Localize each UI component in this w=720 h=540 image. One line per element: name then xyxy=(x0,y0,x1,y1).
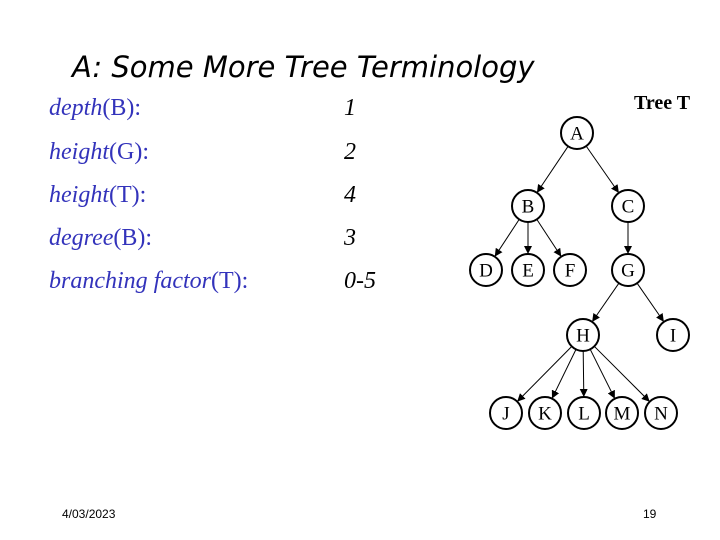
term-label: degree(B): xyxy=(49,225,152,252)
node-label: J xyxy=(502,404,509,425)
term-label: height(G): xyxy=(49,139,149,166)
tree-node-c: C xyxy=(611,189,645,223)
node-circle xyxy=(611,189,645,223)
tree-edge-h-k xyxy=(551,349,577,399)
term-argument: (B): xyxy=(102,95,141,121)
tree-edge-h-n xyxy=(593,345,650,402)
tree-edge-h-m xyxy=(589,349,615,399)
term-argument: (G): xyxy=(109,139,149,165)
tree-node-b: B xyxy=(511,189,545,223)
term-value: 4 xyxy=(344,182,356,208)
node-circle xyxy=(469,253,503,287)
node-circle xyxy=(528,396,562,430)
tree-edge-h-j xyxy=(517,346,573,402)
node-label: I xyxy=(670,326,676,347)
node-label: F xyxy=(565,261,576,282)
term-argument: (B): xyxy=(113,225,153,251)
node-circle xyxy=(656,318,690,352)
node-circle xyxy=(489,396,523,430)
node-circle xyxy=(553,253,587,287)
term-argument: (T): xyxy=(211,268,249,294)
node-circle xyxy=(566,318,600,352)
node-circle xyxy=(611,253,645,287)
term-function: branching factor xyxy=(49,268,211,294)
term-value: 2 xyxy=(344,139,356,165)
tree-edge-g-i xyxy=(636,282,664,322)
term-function: height xyxy=(49,139,109,165)
term-label: branching factor(T): xyxy=(49,268,248,295)
term-value: 1 xyxy=(344,95,356,121)
node-label: M xyxy=(614,404,631,425)
term-label: height(T): xyxy=(49,182,146,209)
tree-node-k: K xyxy=(528,396,562,430)
node-circle xyxy=(644,396,678,430)
node-label: A xyxy=(570,124,584,145)
tree-node-a: A xyxy=(560,116,594,150)
tree-node-g: G xyxy=(611,253,645,287)
tree-node-e: E xyxy=(511,253,545,287)
term-argument: (T): xyxy=(109,182,147,208)
term-row-height-t: height(T): 4 xyxy=(49,182,449,216)
tree-node-l: L xyxy=(567,396,601,430)
tree-edge-b-f xyxy=(536,219,562,257)
tree-edge-g-h xyxy=(592,282,620,322)
node-circle xyxy=(567,396,601,430)
node-label: D xyxy=(479,261,493,282)
node-circle xyxy=(511,189,545,223)
term-value: 0-5 xyxy=(344,268,376,294)
term-row-depth-b: depth(B): 1 xyxy=(49,95,449,129)
term-row-degree-b: degree(B): 3 xyxy=(49,225,449,259)
tree-edge-h-l xyxy=(579,350,588,397)
tree-label: Tree T xyxy=(634,92,691,114)
term-function: height xyxy=(49,182,109,208)
tree-node-n: N xyxy=(644,396,678,430)
node-label: H xyxy=(576,326,590,347)
node-label: K xyxy=(538,404,552,425)
term-row-branching-factor-t: branching factor(T): 0-5 xyxy=(49,268,449,302)
tree-edge-b-d xyxy=(494,219,520,257)
node-label: E xyxy=(522,261,534,282)
node-label: C xyxy=(622,197,635,218)
node-circle xyxy=(605,396,639,430)
term-row-height-g: height(G): 2 xyxy=(49,139,449,173)
term-function: degree xyxy=(49,225,114,251)
slide-title: A: Some More Tree Terminology xyxy=(72,50,535,84)
tree-node-j: J xyxy=(489,396,523,430)
node-label: G xyxy=(621,261,635,282)
tree-node-i: I xyxy=(656,318,690,352)
tree-edge-a-c xyxy=(585,145,619,193)
term-value: 3 xyxy=(344,225,356,251)
tree-edge-a-b xyxy=(536,146,569,193)
node-circle xyxy=(511,253,545,287)
node-label: L xyxy=(578,404,590,425)
tree-node-d: D xyxy=(469,253,503,287)
footer-date: 4/03/2023 xyxy=(62,507,116,521)
node-circle xyxy=(560,116,594,150)
tree-node-m: M xyxy=(605,396,639,430)
tree-node-h: H xyxy=(566,318,600,352)
node-label: N xyxy=(654,404,668,425)
term-function: depth xyxy=(49,95,103,121)
tree-node-f: F xyxy=(553,253,587,287)
page-number: 19 xyxy=(643,507,657,521)
term-label: depth(B): xyxy=(49,95,141,122)
node-label: B xyxy=(522,197,535,218)
